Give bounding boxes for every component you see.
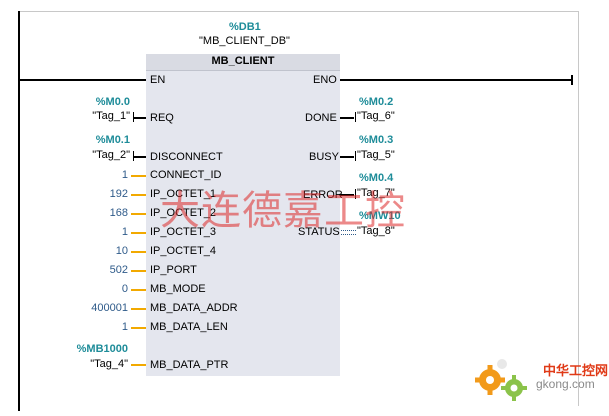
gear-icon [475,359,527,401]
mb-data-ptr-tag[interactable]: "Tag_4" [90,358,128,370]
mb-data-ptr-address[interactable]: %MB1000 [76,343,128,355]
status-line [341,230,356,235]
connect-id-pin: CONNECT_ID [150,169,222,181]
disconnect-address[interactable]: %M0.1 [95,134,130,146]
top-border [18,11,578,12]
mb-data-addr-value[interactable]: 400001 [91,302,128,314]
connect-id-value[interactable]: 1 [121,169,128,181]
disconnect-tag[interactable]: "Tag_2" [92,149,130,161]
ip-octet-2-pin: IP_OCTET_2 [150,207,217,219]
eno-rung [340,79,572,81]
req-line [134,117,146,119]
status-address[interactable]: %MW10 [359,210,401,222]
ip-port-pin: IP_PORT [150,264,197,276]
req-cursor [133,112,134,122]
mb-mode-line [131,289,146,291]
mb-mode-pin: MB_MODE [150,283,206,295]
req-pin: REQ [150,112,174,124]
done-pin: DONE [305,112,337,124]
ip-octet-2-line [131,213,146,215]
busy-pin: BUSY [309,151,339,163]
db-name[interactable]: "MB_CLIENT_DB" [199,35,290,47]
ip-port-line [131,270,146,272]
ip-octet-1-line [131,194,146,196]
ip-port-value[interactable]: 502 [109,264,128,276]
gkong-logo [475,359,527,401]
status-pin: STATUS [298,226,340,238]
status-tag[interactable]: "Tag_8" [357,225,395,237]
rung-end [571,75,573,85]
mb-data-ptr-line [131,364,146,366]
db-address[interactable]: %DB1 [229,21,261,33]
watermark-text: 大连德嘉工控 [160,188,406,234]
error-pin: ERROR [303,189,343,201]
power-rail [18,11,20,411]
error-tag[interactable]: "Tag_7" [357,187,395,199]
busy-cursor [355,151,356,161]
busy-address[interactable]: %M0.3 [359,134,394,146]
busy-line [340,156,354,158]
en-pin: EN [150,74,166,86]
mb-data-len-pin: MB_DATA_LEN [150,321,228,333]
done-cursor [355,112,356,122]
ip-octet-1-pin: IP_OCTET_1 [150,188,217,200]
done-tag[interactable]: "Tag_6" [357,110,395,122]
connect-id-line [131,175,146,177]
logo-text-en: gkong.com [536,377,595,391]
ip-octet-2-value[interactable]: 168 [109,207,128,219]
ip-octet-4-value[interactable]: 10 [115,245,128,257]
right-border [578,11,579,406]
eno-pin: ENO [313,74,337,86]
logo-text-cn: 中华工控网 [543,363,609,378]
disconnect-line [134,156,146,158]
error-cursor [355,189,356,199]
ip-octet-1-value[interactable]: 192 [109,188,128,200]
disconnect-cursor [133,151,134,161]
mb-client-block[interactable] [146,54,340,376]
done-address[interactable]: %M0.2 [359,96,394,108]
ip-octet-4-line [131,251,146,253]
mb-data-len-value[interactable]: 1 [121,321,128,333]
en-rung [20,79,146,81]
mb-data-addr-pin: MB_DATA_ADDR [150,302,238,314]
done-line [340,117,354,119]
disconnect-pin: DISCONNECT [150,151,223,163]
mb-data-len-line [131,327,146,329]
block-title: MB_CLIENT [211,55,275,67]
req-address[interactable]: %M0.0 [95,96,130,108]
ip-octet-4-pin: IP_OCTET_4 [150,245,217,257]
mb-mode-value[interactable]: 0 [121,283,128,295]
busy-tag[interactable]: "Tag_5" [357,149,395,161]
ip-octet-3-line [131,232,146,234]
error-line [340,194,354,196]
mb-data-ptr-pin: MB_DATA_PTR [150,359,229,371]
block-header [146,54,340,71]
error-address[interactable]: %M0.4 [359,172,394,184]
req-tag[interactable]: "Tag_1" [92,110,130,122]
mb-data-addr-line [131,308,146,310]
ip-octet-3-value[interactable]: 1 [121,226,128,238]
ip-octet-3-pin: IP_OCTET_3 [150,226,217,238]
